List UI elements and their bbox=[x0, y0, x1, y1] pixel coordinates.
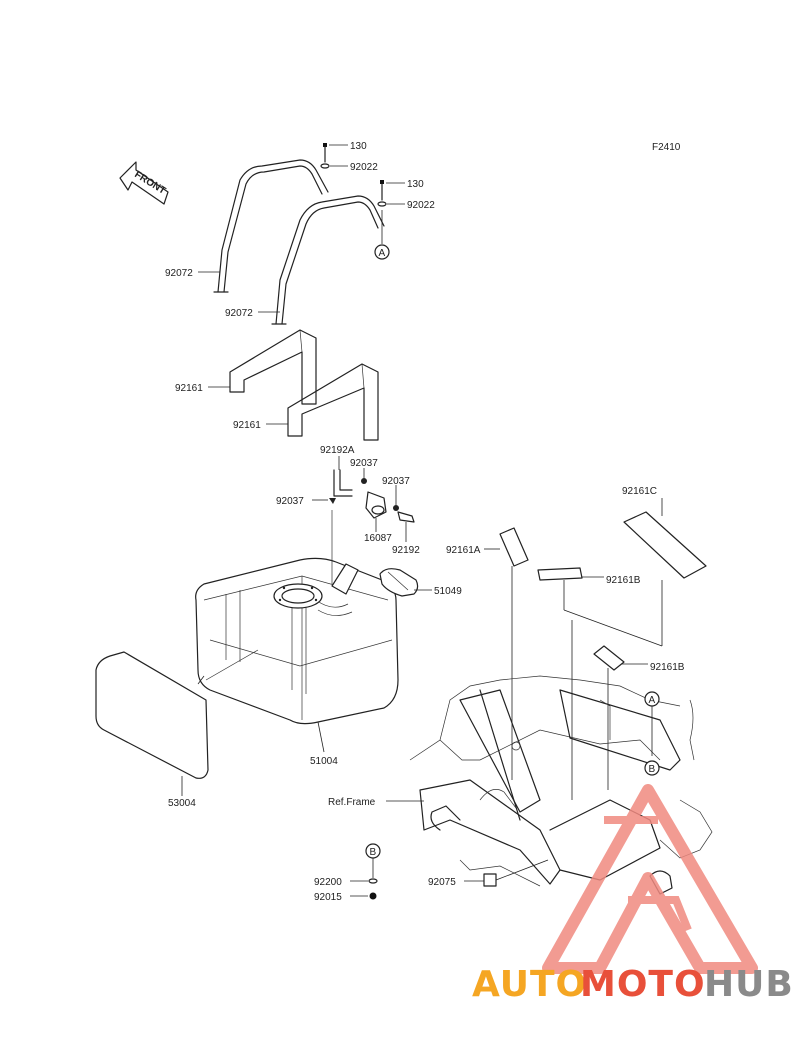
strap-92072-a bbox=[213, 159, 329, 293]
label-16087: 16087 bbox=[364, 533, 392, 544]
nut-92015 bbox=[369, 892, 377, 900]
pad-92075 bbox=[483, 873, 497, 887]
label-92072-a: 92072 bbox=[165, 268, 193, 279]
ref-circle-a-top bbox=[374, 244, 390, 260]
label-92072-b: 92072 bbox=[225, 308, 253, 319]
label-92037-b: 92037 bbox=[350, 458, 378, 469]
label-ref-frame: Ref.Frame bbox=[328, 797, 376, 808]
watermark-text: AUTO MOTO HUB bbox=[472, 964, 794, 1005]
label-130-a: 130 bbox=[350, 141, 367, 152]
watermark-text-moto: MOTO bbox=[580, 964, 706, 1005]
hose-92192A bbox=[333, 469, 353, 497]
label-92161A: 92161A bbox=[446, 545, 481, 556]
label-92192: 92192 bbox=[392, 545, 420, 556]
watermark-text-auto: AUTO bbox=[472, 964, 587, 1005]
ref-a-frame: A bbox=[649, 695, 656, 706]
ref-circle-a-frame bbox=[644, 691, 660, 707]
fuel-tank-51004 bbox=[195, 510, 399, 725]
shield-53004 bbox=[95, 651, 209, 779]
pad-92161-a bbox=[229, 329, 317, 405]
ref-b-frame: B bbox=[649, 764, 656, 775]
label-92037-a: 92037 bbox=[276, 496, 304, 507]
valve-16087 bbox=[365, 491, 387, 519]
label-92161-b: 92161 bbox=[233, 420, 261, 431]
bolt-130-a bbox=[320, 143, 330, 169]
label-92161-a: 92161 bbox=[175, 383, 203, 394]
label-92161C: 92161C bbox=[622, 486, 657, 497]
label-92037-c: 92037 bbox=[382, 476, 410, 487]
fuel-cap-51049 bbox=[379, 568, 419, 597]
pad-92161B-b bbox=[593, 645, 625, 671]
ref-circle-b-frame bbox=[644, 760, 660, 776]
washer-92200 bbox=[368, 878, 378, 884]
label-92015: 92015 bbox=[314, 892, 342, 903]
label-92161B-a: 92161B bbox=[606, 575, 641, 586]
clamp-92037-right bbox=[393, 505, 399, 511]
pad-92161-b bbox=[287, 363, 379, 441]
pad-92161B-a bbox=[537, 567, 583, 581]
clamp-92037-mid bbox=[361, 478, 367, 484]
label-92192A: 92192A bbox=[320, 445, 355, 456]
figure-code: F2410 bbox=[652, 142, 681, 153]
label-92022-b: 92022 bbox=[407, 200, 435, 211]
vehicle-frame bbox=[409, 675, 713, 895]
strap-92072-b bbox=[271, 195, 385, 325]
label-92022-a: 92022 bbox=[350, 162, 378, 173]
ref-b-bottom: B bbox=[370, 847, 377, 858]
front-arrow-icon: FRONT bbox=[119, 161, 169, 205]
label-51049: 51049 bbox=[434, 586, 462, 597]
label-92200: 92200 bbox=[314, 877, 342, 888]
label-92161B-b: 92161B bbox=[650, 662, 685, 673]
hose-92192 bbox=[397, 511, 415, 523]
bolt-130-b bbox=[377, 180, 387, 207]
pad-92161C bbox=[623, 511, 707, 579]
watermark-logo bbox=[542, 784, 758, 974]
label-53004: 53004 bbox=[168, 798, 196, 809]
clamp-92037-left bbox=[329, 498, 336, 504]
label-51004: 51004 bbox=[310, 756, 338, 767]
watermark-text-hub: HUB bbox=[704, 964, 794, 1005]
pad-92161A bbox=[499, 527, 529, 567]
label-130-b: 130 bbox=[407, 179, 424, 190]
label-92075: 92075 bbox=[428, 877, 456, 888]
ref-a-top: A bbox=[379, 248, 386, 259]
